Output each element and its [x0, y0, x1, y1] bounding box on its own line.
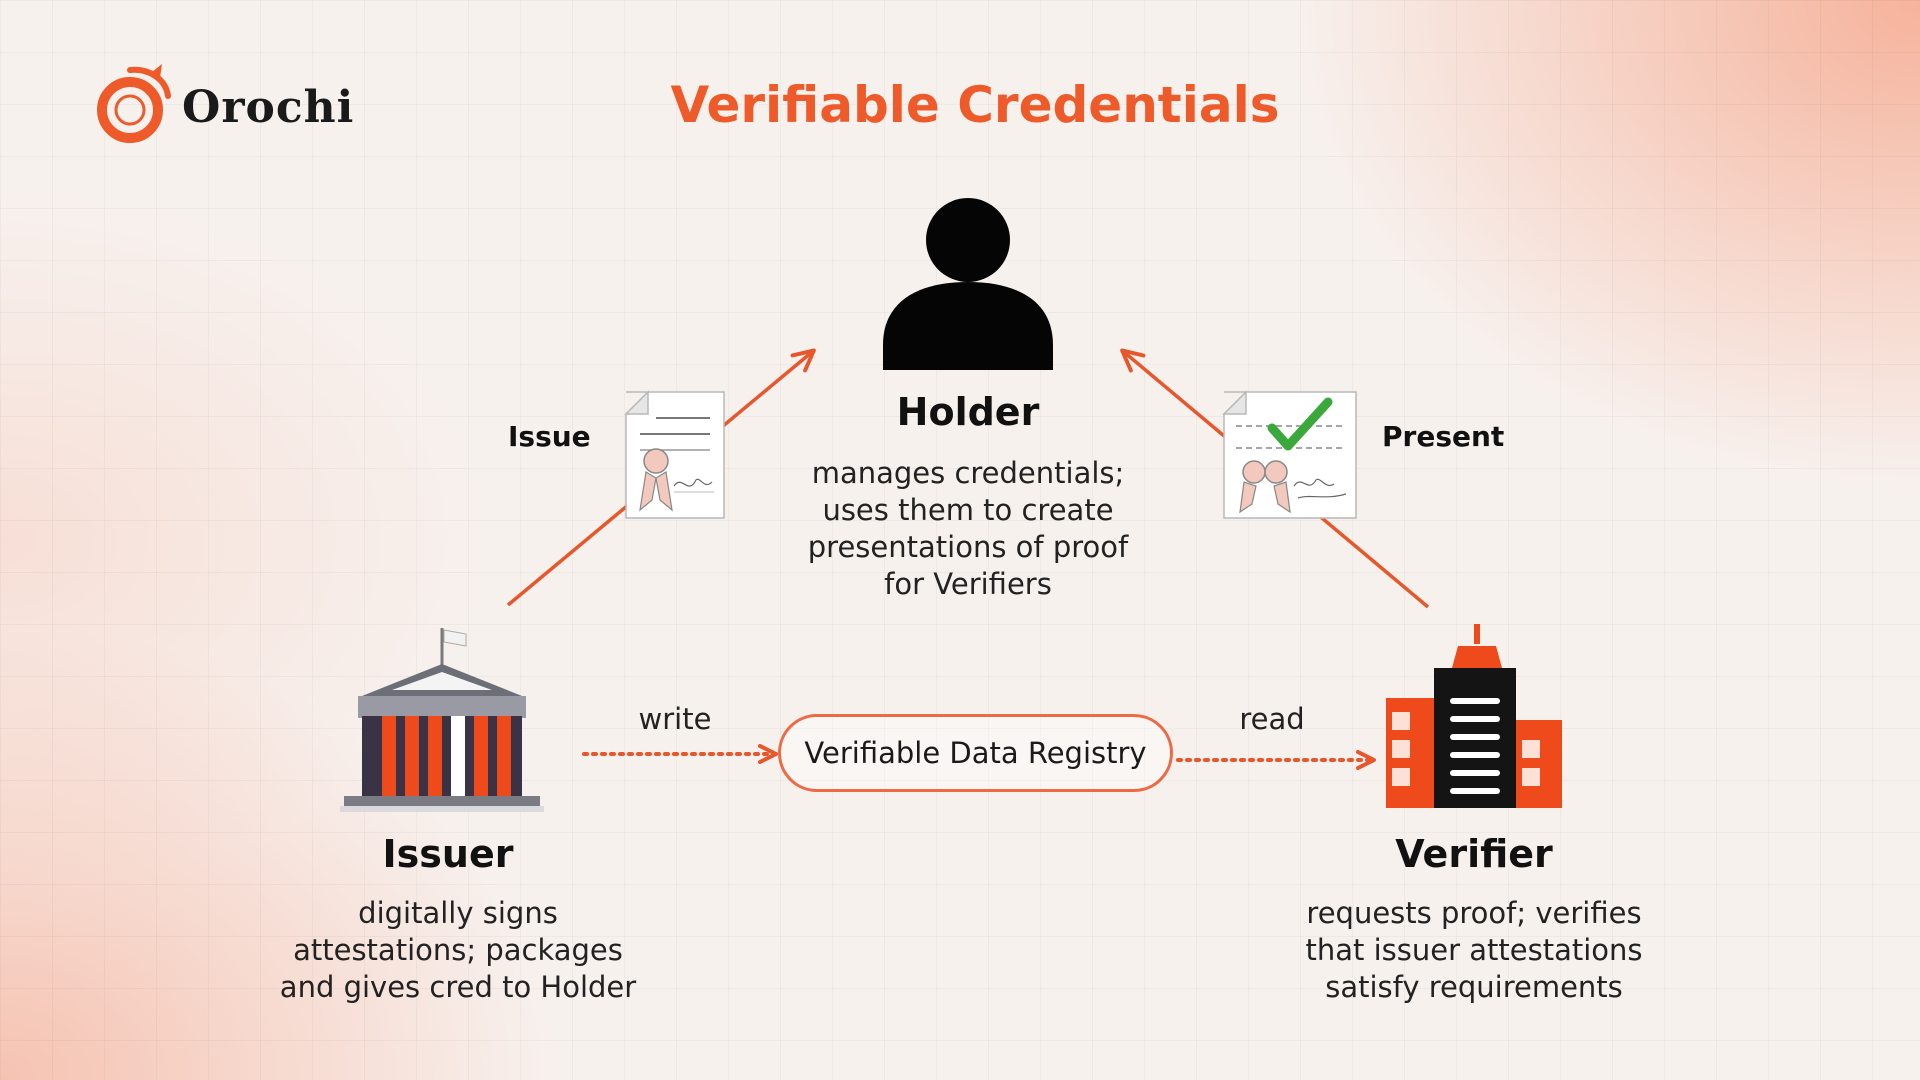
issuer-description: digitally signs attestations; packages a…: [238, 895, 678, 1006]
person-icon: [883, 198, 1053, 370]
issuer-description-line: and gives cred to Holder: [279, 970, 637, 1004]
present-label: Present: [1382, 420, 1505, 453]
verifier-description-line: satisfy requirements: [1325, 970, 1623, 1004]
holder-description-line: manages credentials;: [811, 456, 1125, 490]
page-title: Verifiable Credentials: [670, 76, 1280, 134]
verifier-description-line: requests proof; verifies: [1306, 896, 1642, 930]
holder-title: Holder: [896, 390, 1040, 434]
issuer-description-line: attestations; packages: [293, 933, 623, 967]
read-label: read: [1239, 702, 1305, 736]
office-building-icon: [1386, 624, 1562, 808]
issuer-title: Issuer: [382, 832, 514, 876]
verifier-description-line: that issuer attestations: [1305, 933, 1643, 967]
holder-description-line: for Verifiers: [884, 567, 1052, 601]
registry-label: Verifiable Data Registry: [804, 736, 1147, 770]
write-label: write: [638, 702, 712, 736]
bank-building-icon: [340, 628, 544, 812]
certificate-document-icon: [624, 390, 725, 519]
holder-description-line: uses them to create: [822, 493, 1114, 527]
dragon-ring-logo-icon: [97, 64, 171, 143]
holder-description-line: presentations of proof: [807, 530, 1129, 564]
verifiable-data-registry[interactable]: Verifiable Data Registry: [778, 714, 1173, 792]
issuer-description-line: digitally signs: [358, 896, 558, 930]
brand-name: Orochi: [182, 82, 355, 133]
verifier-title: Verifier: [1395, 832, 1553, 876]
verified-document-icon: [1222, 390, 1357, 519]
verifier-description: requests proof; verifies that issuer att…: [1254, 895, 1694, 1006]
holder-description: manages credentials; uses them to create…: [718, 455, 1218, 603]
issue-label: Issue: [508, 420, 591, 453]
